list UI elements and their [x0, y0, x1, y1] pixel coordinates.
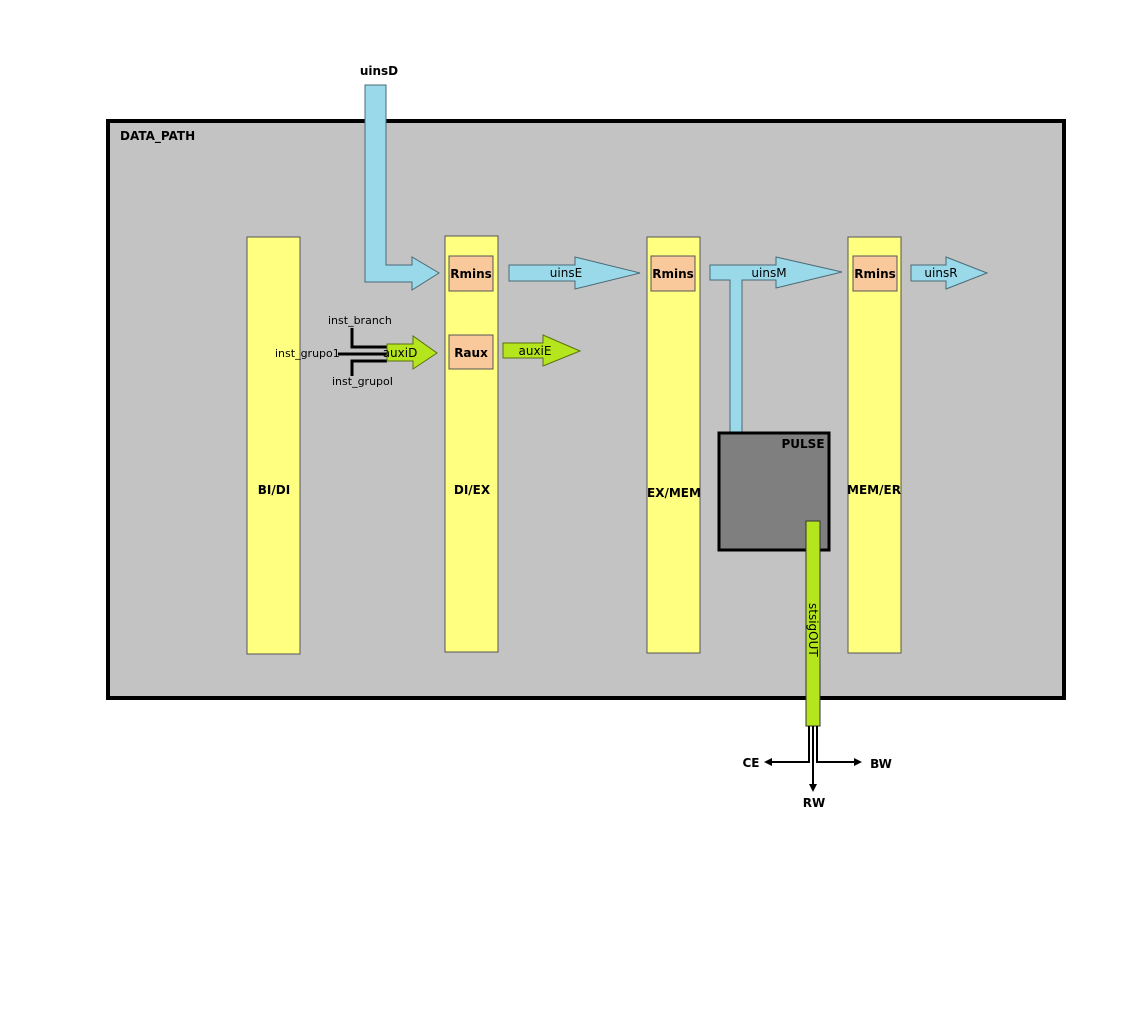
register-raux-di-ex — [448, 334, 494, 370]
uinse-label: uinsE — [550, 266, 582, 280]
stage-mem-er — [847, 236, 902, 654]
stage-mem-er-label: MEM/ER — [847, 483, 901, 497]
auxid-arrow — [386, 335, 438, 370]
inst-grupoi-wire — [350, 359, 387, 376]
stage-di-ex-label: DI/EX — [454, 483, 491, 497]
bw-label: BW — [870, 757, 892, 771]
auxid-label: auxiD — [383, 346, 418, 360]
datapath-title: DATA_PATH — [120, 129, 195, 144]
uinse-arrow — [508, 256, 641, 290]
stage-di-ex — [444, 235, 499, 653]
ce-wire — [770, 726, 810, 763]
inst-branch-wire — [350, 328, 387, 349]
uinsr-label: uinsR — [924, 266, 957, 280]
auxie-arrow — [502, 334, 582, 367]
register-raux-di-ex-label: Raux — [454, 346, 488, 360]
stage-ex-mem — [646, 236, 701, 654]
stsigout-label: stsigOUT — [806, 603, 820, 657]
register-rmins-di-ex-label: Rmins — [450, 267, 492, 281]
uinsr-arrow — [910, 256, 989, 290]
inst-grupo1-label: inst_grupo1 — [275, 347, 340, 360]
bw-arrowhead — [854, 758, 862, 766]
inst-grupoi-label: inst_grupoI — [332, 375, 393, 388]
stage-bi-di-label: BI/DI — [258, 483, 290, 497]
inst-branch-label: inst_branch — [328, 314, 392, 327]
register-rmins-di-ex — [448, 255, 494, 292]
rw-label: RW — [803, 796, 825, 810]
register-rmins-ex-mem-label: Rmins — [652, 267, 694, 281]
stage-ex-mem-label: EX/MEM — [647, 486, 701, 500]
register-rmins-ex-mem — [650, 255, 696, 292]
uinsd-label: uinsD — [360, 64, 398, 78]
uinsd-arrow — [364, 84, 440, 291]
stage-bi-di — [246, 236, 301, 655]
ce-label: CE — [742, 756, 759, 770]
pulse-label: PULSE — [781, 437, 824, 451]
register-rmins-mem-er — [852, 255, 898, 292]
auxie-label: auxiE — [519, 344, 552, 358]
bw-wire — [816, 726, 856, 763]
ce-arrowhead — [764, 758, 772, 766]
uinsm-label: uinsM — [751, 266, 786, 280]
register-rmins-mem-er-label: Rmins — [854, 267, 896, 281]
rw-arrowhead — [809, 784, 817, 792]
